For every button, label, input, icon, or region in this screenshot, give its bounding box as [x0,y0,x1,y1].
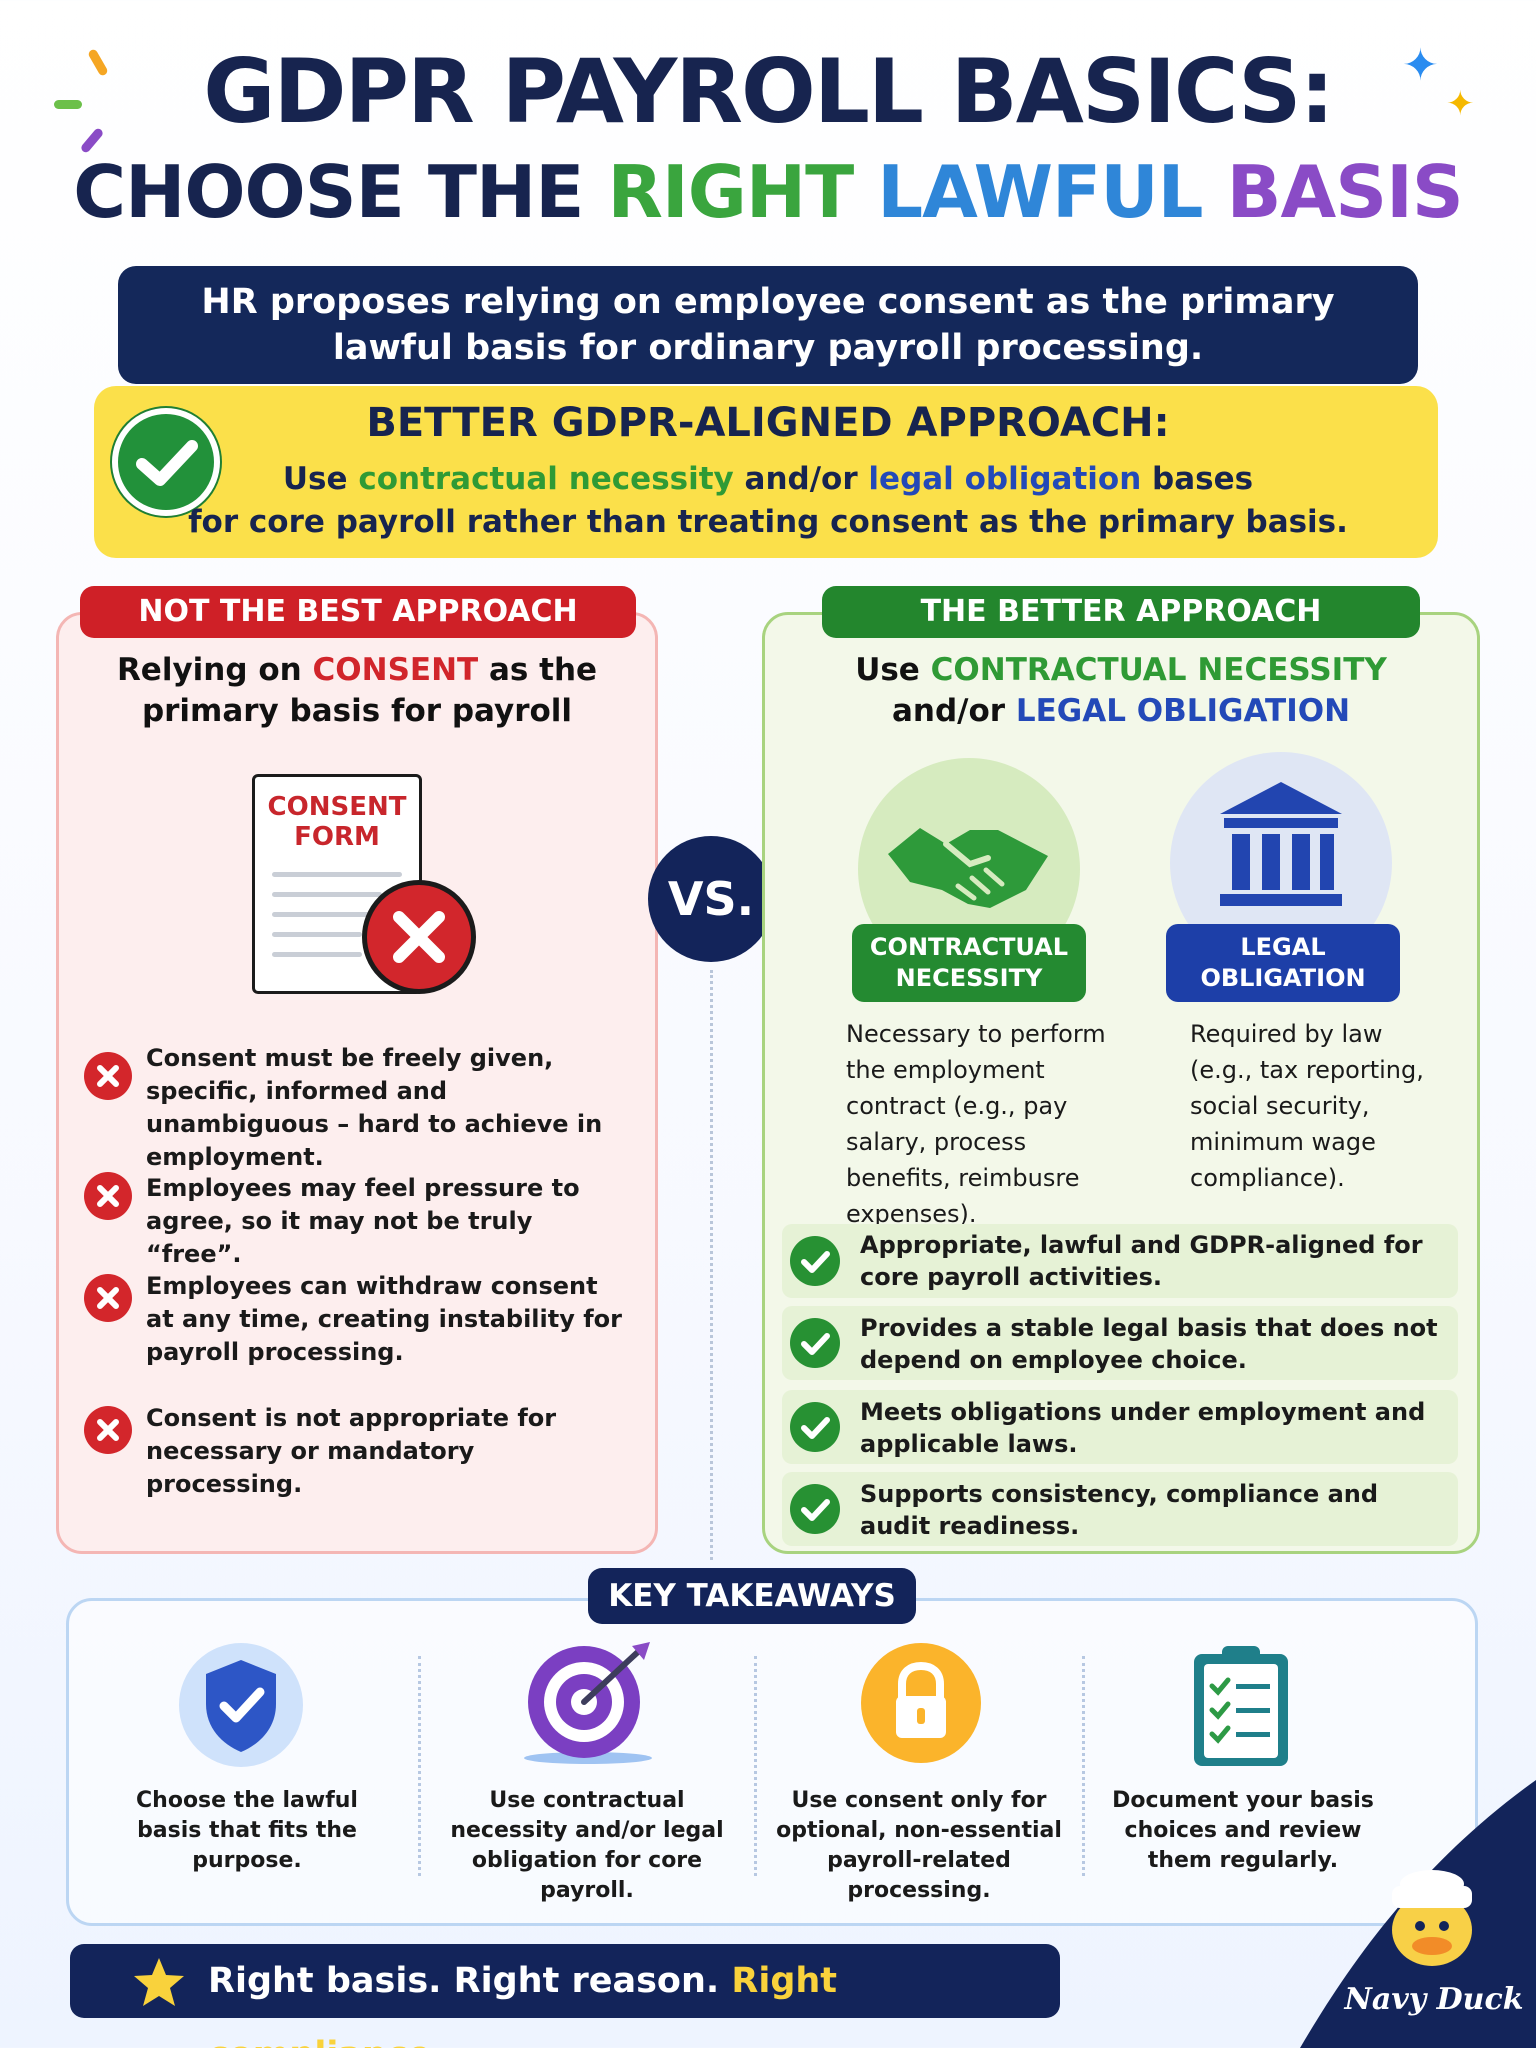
x-icon [84,1406,132,1454]
x-circle-icon [362,880,476,994]
list-item-text: Provides a stable legal basis that does … [860,1314,1438,1374]
vs-badge: VS. [648,836,774,962]
lock-icon [858,1640,984,1770]
list-item [782,1390,1458,1464]
not-best-panel [56,612,658,1554]
list-item [782,1224,1458,1298]
better-pill: THE BETTER APPROACH [822,586,1420,638]
brand-corner [1300,1780,1536,2048]
legal-obligation-badge: LEGAL OBLIGATION [1166,924,1400,1002]
brand-name: Navy Duck [1344,1982,1524,2017]
check-icon [790,1402,840,1452]
page-subtitle: CHOOSE THE RIGHT LAWFUL BASIS [73,150,1464,234]
takeaway-text: Document your basis choices and review t… [1112,1788,1374,1873]
better-subtitle: Use CONTRACTUAL NECESSITY and/or LEGAL O… [855,652,1387,729]
key-takeaways-title: KEY TAKEAWAYS [588,1568,916,1624]
list-item: Employees may feel pressure to agree, so… [146,1174,580,1268]
star-icon [132,1956,186,2012]
page-title: GDPR PAYROLL BASICS: [203,40,1334,143]
better-approach-heading: BETTER GDPR-ALIGNED APPROACH: [366,400,1170,446]
divider [1082,1656,1085,1876]
form-line [272,912,402,917]
x-icon [84,1274,132,1322]
check-icon [790,1318,840,1368]
list-item-text: Appropriate, lawful and GDPR-aligned for… [860,1231,1423,1291]
not-best-subtitle: Relying on CONSENT as the primary basis … [116,652,598,729]
contractual-necessity-badge: CONTRACTUAL NECESSITY [852,924,1086,1002]
better-approach-box [94,386,1438,558]
list-item: Consent is not appropriate for necessary… [146,1404,557,1498]
list-item-text: Meets obligations under employment and a… [860,1398,1426,1458]
clipboard-checklist-icon [1186,1640,1296,1774]
list-item [782,1472,1458,1546]
list-item: Employees can withdraw consent at any ti… [146,1272,622,1366]
list-item: Consent must be freely given, specific, … [146,1044,603,1171]
proposal-banner: HR proposes relying on employee consent … [118,266,1418,384]
list-item-text: Supports consistency, compliance and aud… [860,1480,1379,1540]
check-circle-icon [112,408,220,516]
check-icon [790,1236,840,1286]
takeaway-text: Choose the lawful basis that fits the pu… [136,1788,358,1873]
form-line [272,952,362,957]
contractual-necessity-desc: Necessary to perform the employment cont… [846,1020,1106,1228]
form-line [272,892,382,897]
x-icon [84,1052,132,1100]
footer-tagline: Right basis. Right reason. Right complia… [70,1944,1060,2048]
takeaway-text: Use contractual necessity and/or legal o… [450,1788,724,1903]
check-icon [790,1484,840,1534]
form-line [272,932,362,937]
shield-check-icon [176,1640,306,1774]
sparkle-small-icon: ✦ [1446,84,1475,124]
form-line [272,872,402,877]
confetti-green [54,100,82,109]
not-best-pill: NOT THE BEST APPROACH [80,586,636,638]
target-icon [520,1640,670,1774]
takeaway-text: Use consent only for optional, non-essen… [776,1788,1062,1903]
x-icon [84,1172,132,1220]
consent-form-title: CONSENT FORM [267,792,407,852]
list-item [782,1306,1458,1380]
sparkle-icon: ✦ [1402,40,1439,91]
divider [710,970,713,1560]
divider [754,1656,757,1876]
divider [418,1656,421,1876]
legal-obligation-desc: Required by law (e.g., tax reporting, so… [1190,1020,1424,1192]
better-approach-text: Use contractual necessity and/or legal o… [188,461,1348,540]
